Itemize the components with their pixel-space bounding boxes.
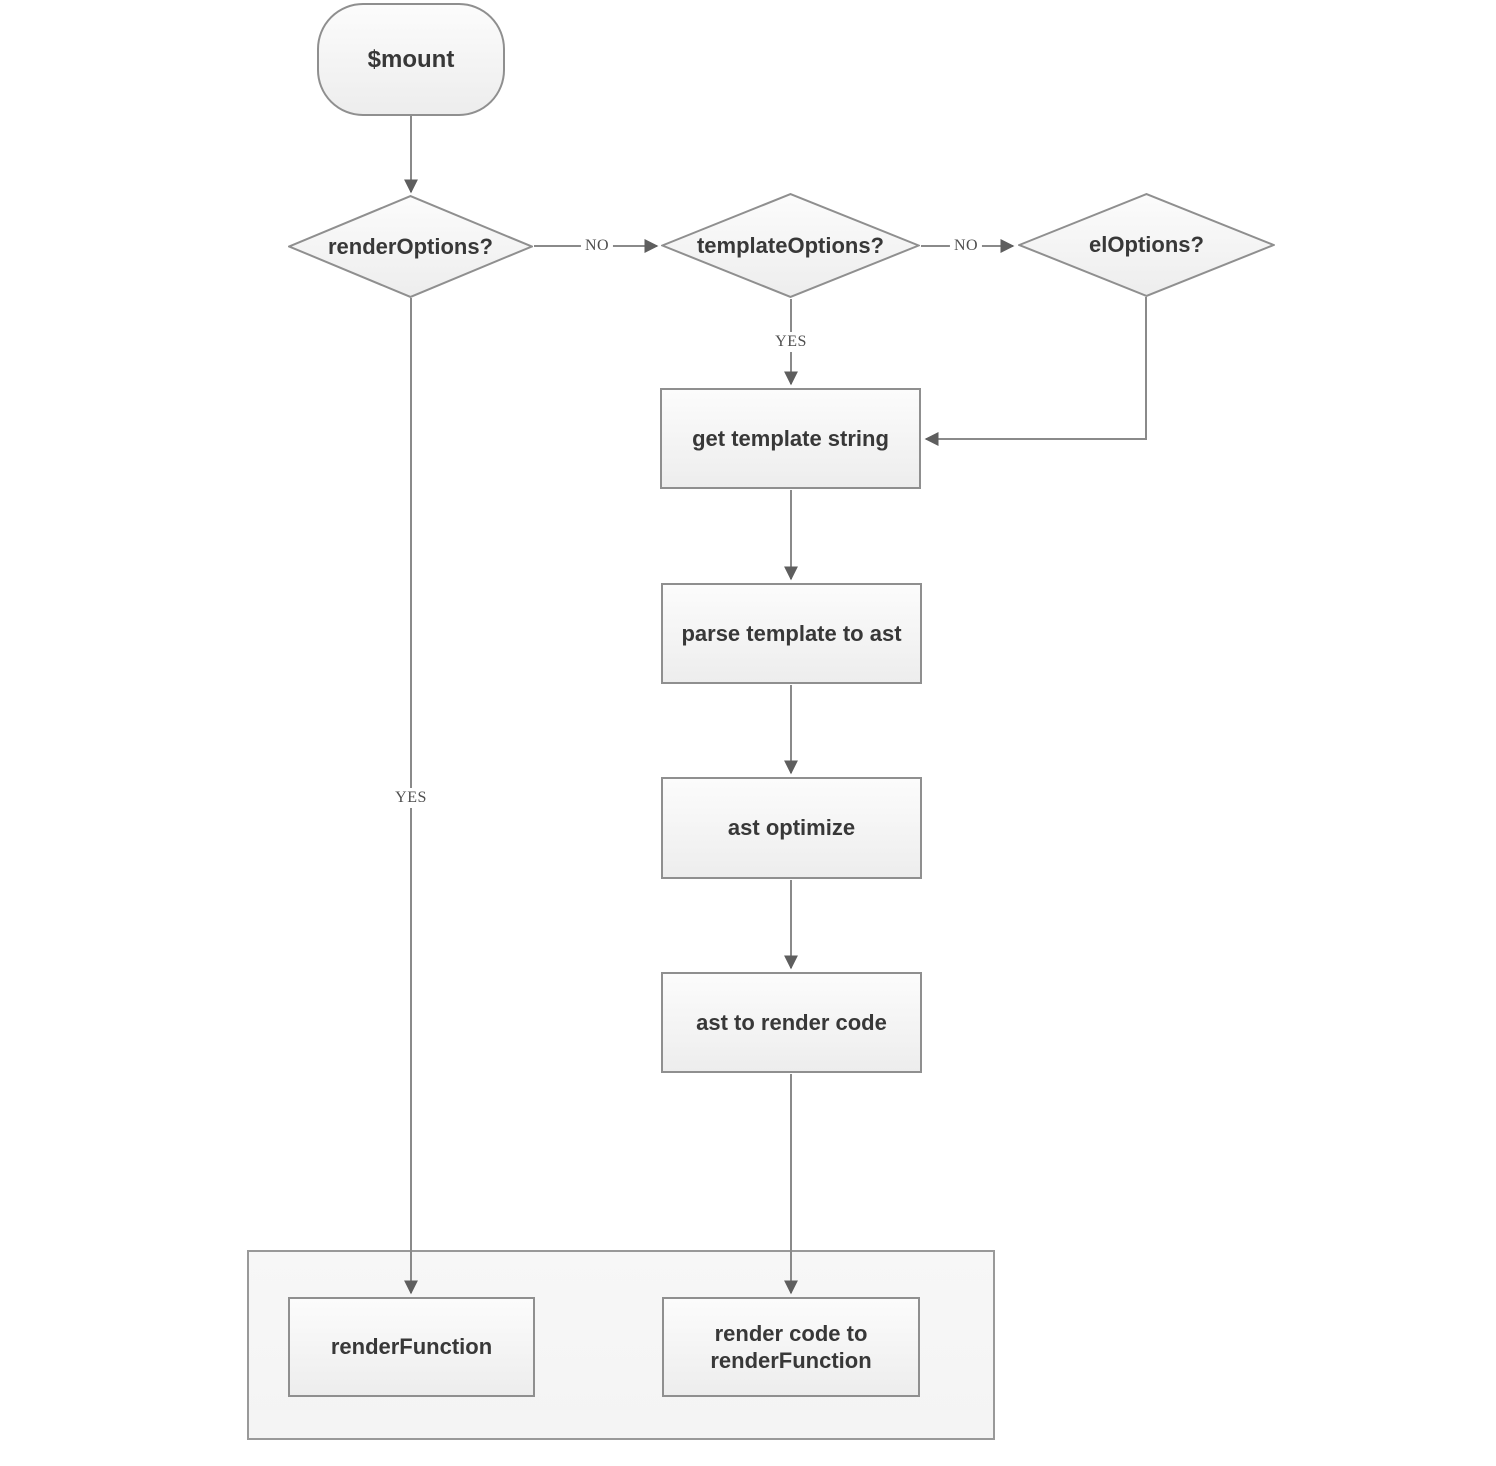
node-template-options: templateOptions?	[661, 193, 920, 298]
node-ast-to-render-label: ast to render code	[696, 1009, 887, 1035]
node-get-template-label: get template string	[692, 425, 889, 451]
diamond-shape-icon	[661, 193, 920, 298]
edge-eloptions-gettemplate	[924, 297, 1147, 446]
node-render-options-label: renderOptions?	[327, 233, 493, 259]
edge-label-render-options-yes: YES	[391, 788, 431, 808]
node-start: $mount	[317, 3, 505, 116]
node-render-options: renderOptions?	[288, 195, 533, 298]
node-parse-template: parse template to ast	[661, 583, 922, 684]
node-template-options-label: templateOptions?	[696, 232, 884, 258]
diamond-shape-icon	[1018, 193, 1275, 297]
node-render-function: renderFunction	[288, 1297, 535, 1397]
node-render-function-label: renderFunction	[330, 1334, 493, 1360]
node-el-options: elOptions?	[1018, 193, 1275, 297]
edge-label-template-options-yes: YES	[771, 332, 811, 352]
node-get-template: get template string	[660, 388, 921, 489]
node-parse-template-label: parse template to ast	[681, 620, 902, 646]
node-ast-to-render: ast to render code	[661, 972, 922, 1073]
edge-label-render-options-no: NO	[580, 236, 614, 256]
node-ast-optimize: ast optimize	[661, 777, 922, 879]
node-render-code: render code to renderFunction	[662, 1297, 920, 1397]
node-render-code-label: render code to renderFunction	[710, 1320, 872, 1374]
node-start-label: $mount	[367, 45, 455, 73]
node-el-options-label: elOptions?	[1089, 232, 1204, 258]
diamond-shape-icon	[288, 195, 533, 298]
node-ast-optimize-label: ast optimize	[727, 815, 856, 841]
edge-label-template-options-no: NO	[949, 236, 983, 256]
